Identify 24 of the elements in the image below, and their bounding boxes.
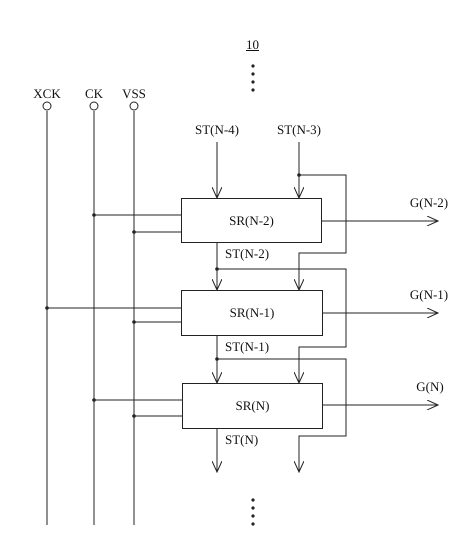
connector bbox=[216, 336, 346, 472]
signal-label: G(N-2) bbox=[406, 195, 452, 221]
connector bbox=[212, 142, 222, 198]
connector bbox=[322, 400, 438, 410]
terminal-label: XCK bbox=[33, 86, 61, 102]
signal-label: ST(N-3) bbox=[272, 122, 326, 142]
shift-register-box: SR(N-2) bbox=[181, 198, 322, 243]
shift-register-box: SR(N) bbox=[182, 383, 323, 429]
connector bbox=[322, 216, 438, 226]
signal-label: G(N-1) bbox=[406, 287, 452, 313]
edge-label: ST(N) bbox=[225, 432, 258, 448]
connector bbox=[216, 242, 346, 384]
connector bbox=[212, 428, 222, 472]
connector bbox=[294, 142, 346, 290]
reference-numeral: 10 bbox=[246, 37, 259, 53]
terminal-label: CK bbox=[84, 86, 104, 102]
connector bbox=[322, 308, 438, 318]
edge-label: ST(N-2) bbox=[225, 246, 270, 262]
connector bbox=[46, 110, 182, 308]
edge-label: ST(N-1) bbox=[225, 339, 270, 355]
terminal-label: VSS bbox=[121, 86, 147, 102]
signal-label: G(N) bbox=[412, 379, 448, 405]
shift-register-box: SR(N-1) bbox=[181, 290, 323, 336]
signal-label: ST(N-4) bbox=[190, 122, 244, 142]
